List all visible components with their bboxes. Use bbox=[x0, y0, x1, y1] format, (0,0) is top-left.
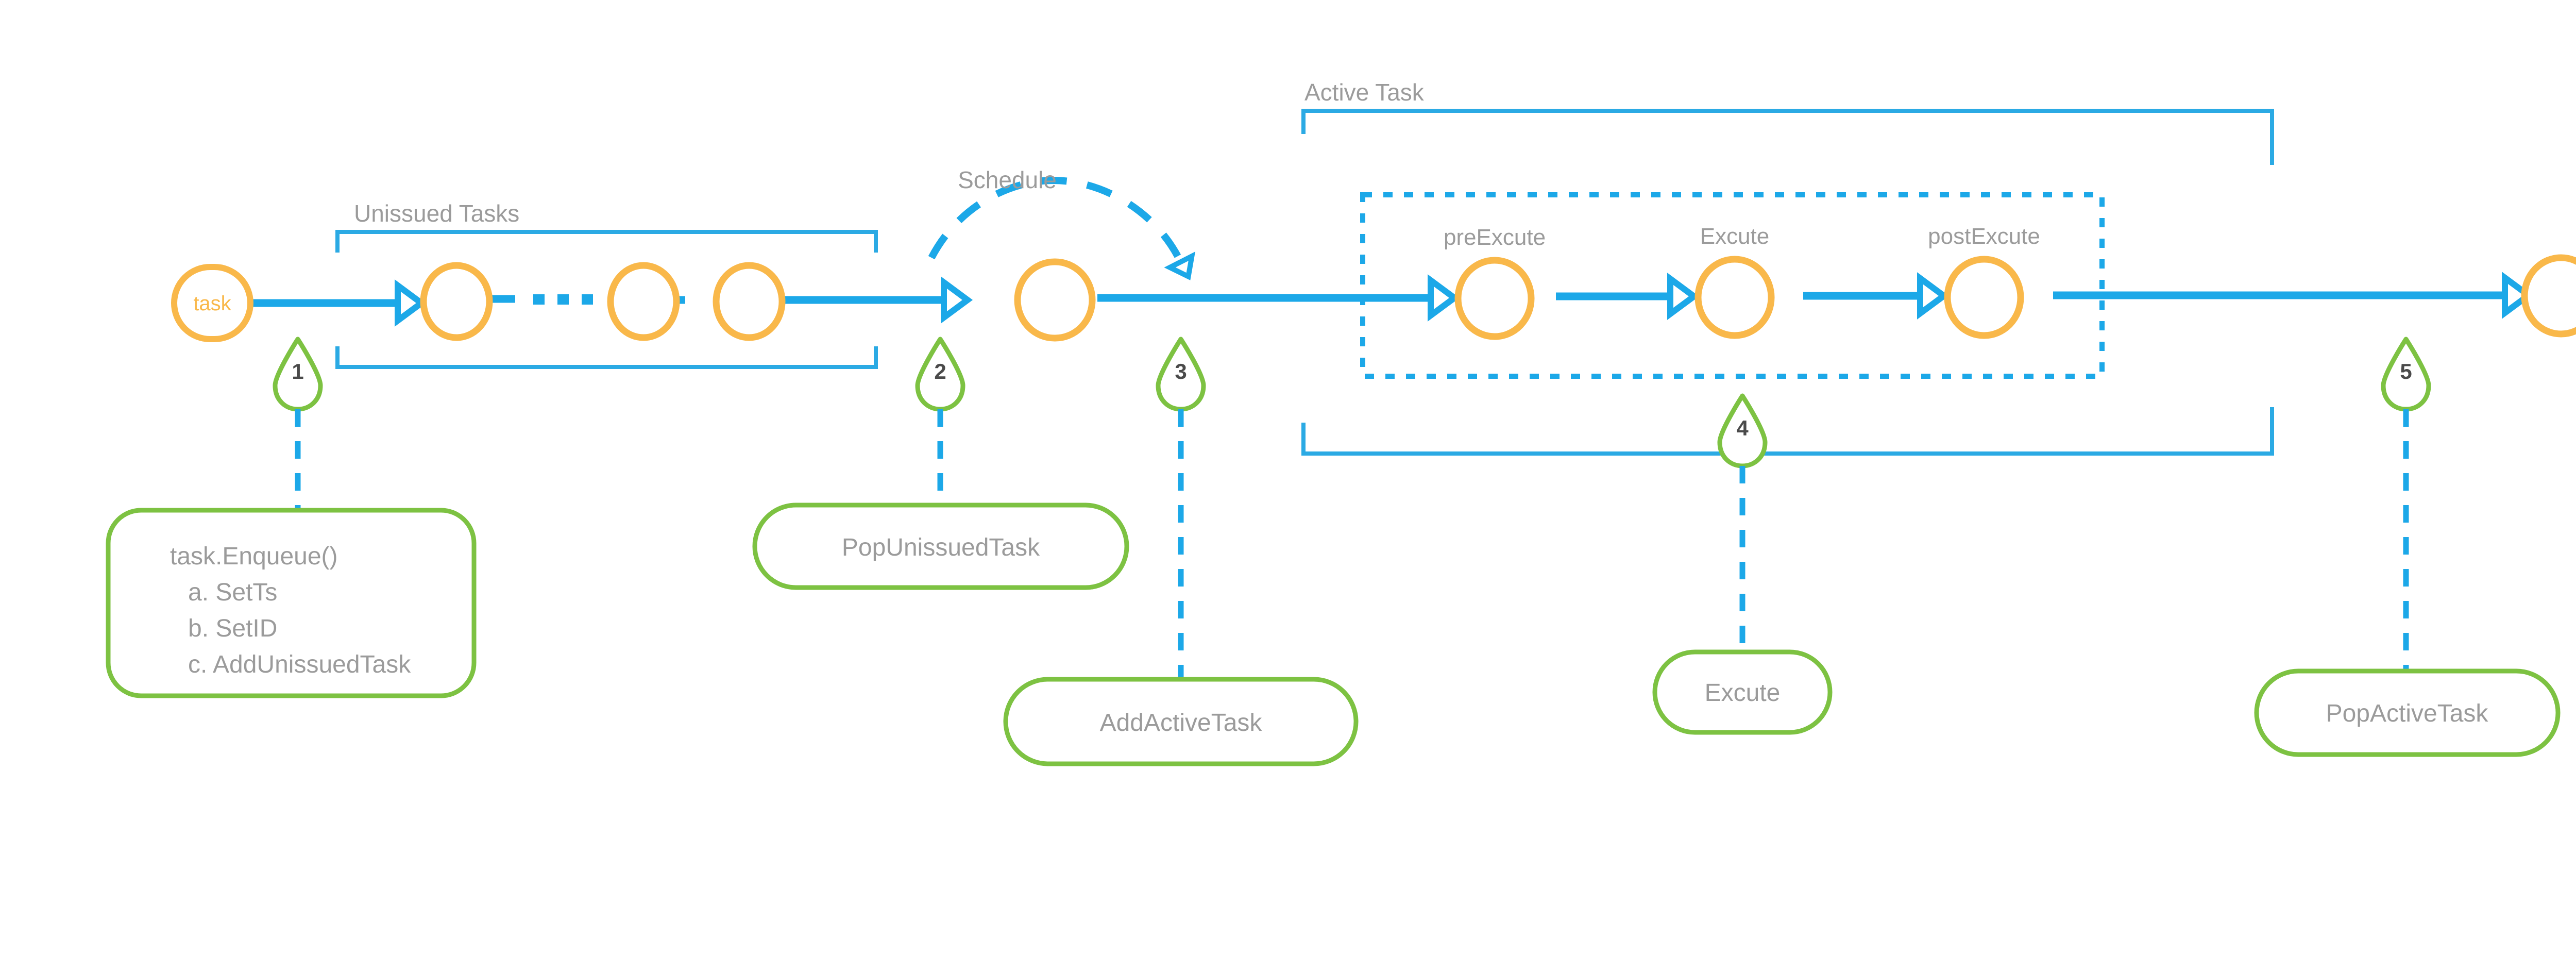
step-3: 3 AddActiveTask bbox=[1003, 339, 1359, 766]
node-task-label: task bbox=[193, 292, 231, 315]
step-box-1-line-1: a. SetTs bbox=[188, 579, 277, 606]
unissued-tasks-bracket bbox=[335, 230, 878, 369]
node-queued-2[interactable] bbox=[607, 262, 680, 341]
pin-number-3: 3 bbox=[1175, 359, 1187, 383]
pre-execute-label: preExcute bbox=[1444, 225, 1546, 250]
execute-label: Excute bbox=[1700, 224, 1770, 249]
node-queued-3[interactable] bbox=[713, 262, 786, 341]
schedule-transition-arc bbox=[928, 176, 1199, 282]
step-box-5[interactable] bbox=[2254, 668, 2561, 757]
step-box-2-line-0: PopUnissuedTask bbox=[842, 534, 1040, 561]
step-5: 5 PopActiveTask bbox=[2254, 339, 2561, 757]
execute-group-dashed-box bbox=[1360, 192, 2105, 379]
step-box-5-line-0: PopActiveTask bbox=[2326, 700, 2489, 727]
queue-ellipsis-dots bbox=[533, 294, 593, 305]
node-post-execute[interactable] bbox=[1944, 256, 2024, 339]
step-box-1-line-3: c. AddUnissuedTask bbox=[188, 651, 411, 678]
step-box-4[interactable] bbox=[1652, 649, 1833, 735]
node-execute[interactable] bbox=[1694, 256, 1775, 339]
node-scheduled[interactable] bbox=[1014, 258, 1096, 342]
step-2: 2 PopUnissuedTask bbox=[752, 339, 1129, 590]
node-task[interactable]: task bbox=[171, 264, 253, 342]
step-box-1-line-2: b. SetID bbox=[188, 615, 277, 642]
step-1: 1 task.Enqueue() a. SetTs b. SetID c. Ad… bbox=[106, 339, 477, 698]
schedule-label: Schedule bbox=[958, 166, 1057, 193]
node-queued-1[interactable] bbox=[420, 262, 493, 341]
step-box-2[interactable] bbox=[752, 503, 1129, 590]
step-box-1[interactable] bbox=[106, 508, 477, 698]
pin-number-5: 5 bbox=[2400, 359, 2412, 383]
flow-nodes: task bbox=[171, 254, 2576, 342]
unissued-tasks-label: Unissued Tasks bbox=[354, 200, 519, 227]
step-box-1-line-0: task.Enqueue() bbox=[170, 543, 338, 570]
pin-number-4: 4 bbox=[1736, 416, 1749, 440]
step-4: 4 Excute bbox=[1652, 396, 1833, 735]
post-execute-label: postExcute bbox=[1928, 224, 2040, 249]
step-box-3-line-0: AddActiveTask bbox=[1100, 709, 1263, 736]
active-task-label: Active Task bbox=[1304, 79, 1425, 106]
pin-number-1: 1 bbox=[292, 359, 303, 383]
step-box-3[interactable] bbox=[1003, 677, 1359, 766]
pin-number-2: 2 bbox=[934, 359, 946, 383]
node-pre-execute[interactable] bbox=[1454, 257, 1535, 340]
step-box-4-line-0: Excute bbox=[1705, 679, 1781, 707]
active-task-bracket bbox=[1301, 109, 2274, 456]
main-flow-line bbox=[242, 291, 2504, 307]
node-done[interactable] bbox=[2521, 254, 2576, 338]
